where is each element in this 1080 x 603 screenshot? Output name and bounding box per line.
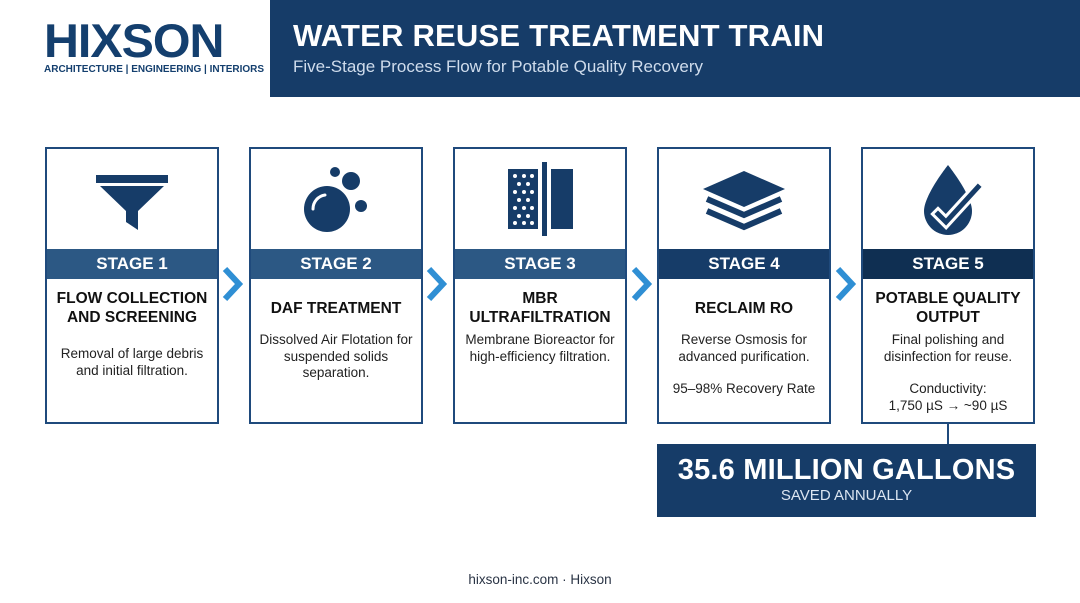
stage-description: Removal of large debris and initial filt… xyxy=(60,346,204,378)
funnel-icon xyxy=(47,149,217,249)
stage-card-5: STAGE 5 POTABLE QUALITY OUTPUT Final pol… xyxy=(861,147,1035,424)
recovery-rate: 95–98% Recovery Rate xyxy=(672,381,816,396)
layers-icon xyxy=(659,149,829,249)
bubbles-icon xyxy=(251,149,421,249)
stage-title: POTABLE QUALITY OUTPUT xyxy=(875,290,1021,326)
conductivity-value: 1,750 µS → ~90 µS xyxy=(888,398,1008,413)
savings-callout: 35.6 MILLION GALLONS SAVED ANNUALLY xyxy=(657,444,1036,517)
stage-card-4: STAGE 4 RECLAIM RO Reverse Osmosis for a… xyxy=(657,147,831,424)
stage-card-2: STAGE 2 DAF TREATMENT Dissolved Air Flot… xyxy=(249,147,423,424)
stage-description: Membrane Bioreactor for high-efficiency … xyxy=(465,332,615,364)
page-subtitle: Five-Stage Process Flow for Potable Qual… xyxy=(293,57,704,76)
stage-label: STAGE 1 xyxy=(47,249,217,279)
stage-description: Reverse Osmosis for advanced purificatio… xyxy=(678,332,810,364)
page-title: WATER REUSE TREATMENT TRAIN xyxy=(293,18,825,53)
logo-wordmark: HIXSON xyxy=(44,14,224,67)
chevron-right-icon xyxy=(631,266,653,302)
stage-label: STAGE 3 xyxy=(455,249,625,279)
hixson-logo: HIXSON ARCHITECTURE | ENGINEERING | INTE… xyxy=(44,17,265,75)
stage-description: Final polishing and disinfection for reu… xyxy=(883,332,1013,364)
stage-label: STAGE 4 xyxy=(659,249,829,279)
chevron-right-icon xyxy=(426,266,448,302)
header-banner: WATER REUSE TREATMENT TRAIN Five-Stage P… xyxy=(270,0,1080,97)
stage-label: STAGE 5 xyxy=(863,249,1033,279)
callout-connector xyxy=(947,424,949,444)
stage-card-1: STAGE 1 FLOW COLLECTION AND SCREENING Re… xyxy=(45,147,219,424)
stage-label: STAGE 2 xyxy=(251,249,421,279)
stage-title: MBR ULTRAFILTRATION xyxy=(469,290,611,326)
chevron-right-icon xyxy=(222,266,244,302)
savings-label: SAVED ANNUALLY xyxy=(780,487,913,504)
footer-credit: hixson-inc.com · Hixson xyxy=(468,572,612,587)
chevron-right-icon xyxy=(835,266,857,302)
membrane-filter-icon xyxy=(455,149,625,249)
savings-value: 35.6 MILLION GALLONS xyxy=(677,454,1016,486)
stage-description: Dissolved Air Flotation for suspended so… xyxy=(259,332,413,380)
stage-title: FLOW COLLECTION AND SCREENING xyxy=(56,290,208,326)
water-drop-check-icon xyxy=(863,149,1033,249)
logo-tagline: ARCHITECTURE | ENGINEERING | INTERIORS xyxy=(44,64,265,75)
stage-title: RECLAIM RO xyxy=(694,299,794,317)
stage-card-3: STAGE 3 MBR ULTRAFILTRATION Membrane Bio… xyxy=(453,147,627,424)
conductivity-label: Conductivity: xyxy=(909,381,987,396)
stage-title: DAF TREATMENT xyxy=(270,299,402,317)
